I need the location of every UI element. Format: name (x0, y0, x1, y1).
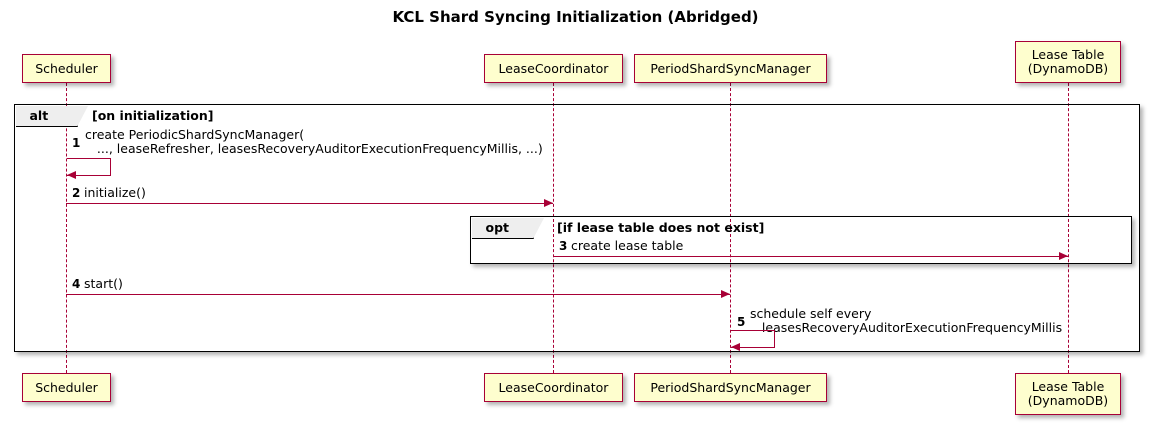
fragment-alt-on-initialization (14, 104, 1140, 352)
self-message-arrowhead (731, 343, 740, 351)
participant-label: PeriodShardSyncManager (650, 379, 811, 395)
lifeline-period-shard-sync-manager (730, 83, 731, 373)
message-sequence-number: 5 (737, 315, 746, 329)
message-label-msg-3-create-lease-table: create lease table (571, 238, 684, 253)
message-arrowhead (721, 290, 730, 298)
fragment-guard-condition: [on initialization] (92, 108, 214, 123)
message-arrowhead (1059, 252, 1068, 260)
participant-lease-table-top[interactable]: Lease Table (DynamoDB) (1015, 41, 1121, 83)
message-label-msg-5-schedule-self: schedule self every leasesRecoveryAudito… (750, 306, 1063, 335)
message-arrow-line (66, 294, 730, 295)
message-sequence-number: 4 (72, 277, 81, 291)
participant-scheduler-bottom[interactable]: Scheduler (22, 373, 111, 402)
participant-label: Lease Table (DynamoDB) (1027, 379, 1109, 408)
message-arrow-line (553, 256, 1068, 257)
lifeline-lease-coordinator (553, 83, 554, 373)
participant-label: Scheduler (35, 379, 98, 395)
participant-scheduler-top[interactable]: Scheduler (22, 54, 111, 83)
participant-label: LeaseCoordinator (498, 379, 609, 395)
message-sequence-number: 2 (72, 186, 81, 200)
message-label-msg-1-create-periodic-shard-sync-manager: create PeriodicShardSyncManager( ..., le… (85, 127, 543, 156)
participant-label: Lease Table (DynamoDB) (1027, 47, 1109, 76)
fragment-tab-opt: opt (471, 217, 544, 239)
message-sequence-number: 1 (72, 136, 81, 150)
self-message-arrowhead (67, 171, 76, 179)
message-arrowhead (544, 199, 553, 207)
participant-lease-coordinator-bottom[interactable]: LeaseCoordinator (484, 373, 623, 402)
lifeline-scheduler (66, 83, 67, 373)
self-message-loop (67, 158, 111, 176)
fragment-tab-alt: alt (15, 105, 88, 127)
message-label-msg-2-initialize: initialize() (84, 185, 146, 200)
participant-label: Scheduler (35, 60, 98, 76)
participant-lease-coordinator-top[interactable]: LeaseCoordinator (484, 54, 623, 83)
participant-lease-table-bottom[interactable]: Lease Table (DynamoDB) (1015, 373, 1121, 415)
lifeline-lease-table (1068, 83, 1069, 373)
fragment-opt-lease-table-missing (470, 216, 1132, 264)
fragment-guard-condition: [if lease table does not exist] (557, 220, 765, 235)
fragment-type-label: opt (485, 220, 510, 235)
fragment-type-label: alt (29, 108, 49, 123)
message-label-msg-4-start: start() (84, 276, 123, 291)
message-arrow-line (66, 203, 553, 204)
self-message-loop (731, 330, 775, 348)
participant-label: PeriodShardSyncManager (650, 60, 811, 76)
participant-period-shard-sync-manager-top[interactable]: PeriodShardSyncManager (634, 54, 827, 83)
participant-period-shard-sync-manager-bottom[interactable]: PeriodShardSyncManager (634, 373, 827, 402)
page-title: KCL Shard Syncing Initialization (Abridg… (392, 8, 759, 26)
participant-label: LeaseCoordinator (498, 60, 609, 76)
message-sequence-number: 3 (559, 239, 568, 253)
